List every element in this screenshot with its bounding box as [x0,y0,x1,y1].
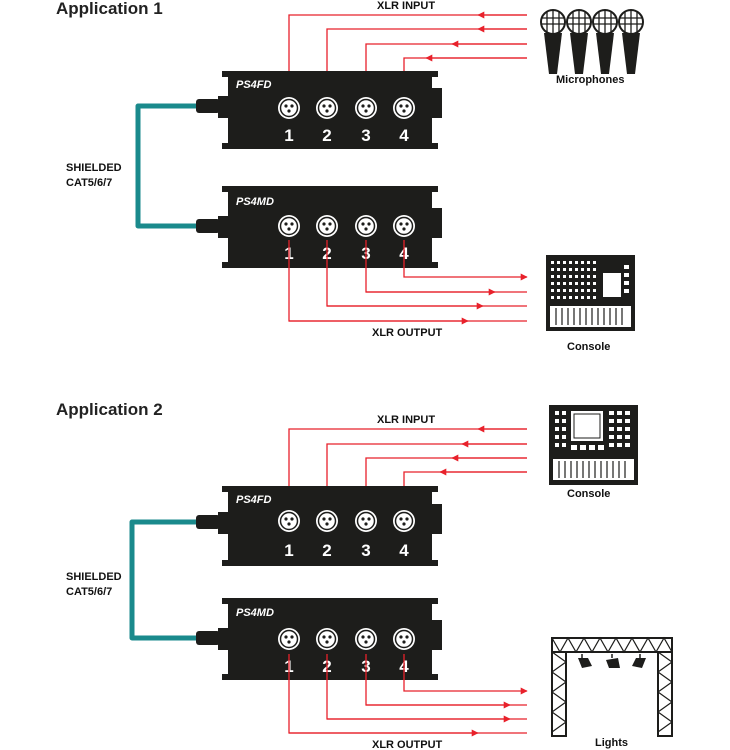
source-label: Microphones [556,74,624,86]
spotlight-icon [606,654,620,668]
box-model-label: PS4FD [236,494,272,506]
application-title: Application 1 [56,0,163,18]
destination-label: Console [567,341,610,353]
channel-number: 1 [284,126,293,145]
input-signal-lines [288,425,527,510]
box-model-label: PS4MD [236,196,274,208]
xlr-jack-icon [278,628,300,650]
xlr-jack-icon [393,215,415,237]
output-signal-lines [288,654,528,737]
xlr-jack-icon [355,628,377,650]
xlr-female-jacks [278,97,415,119]
xlr-jack-icon [393,97,415,119]
spotlight-icon [632,654,646,668]
application-2: Application 2 SHIELDED CAT5/6/7 XLR INPU… [56,400,674,750]
channel-number: 4 [399,126,409,145]
channel-number: 3 [361,541,370,560]
destination-label: Lights [595,737,628,749]
application-1: Application 1 SHIELDED CAT5/6/7 XLR INPU… [56,0,644,353]
shielded-cable [135,103,204,229]
xlr-jack-icon [393,628,415,650]
xlr-jack-icon [316,628,338,650]
xlr-jack-icon [278,97,300,119]
cable-label-line-2: CAT5/6/7 [66,586,112,598]
source-label: Console [567,488,610,500]
cable-label-line-1: SHIELDED [66,162,122,174]
xlr-jack-icon [316,215,338,237]
xlr-female-jacks [278,510,415,532]
channel-number: 1 [284,541,293,560]
xlr-male-jacks [278,215,415,237]
channel-numbers: 1 2 3 4 [284,126,409,145]
cable-label-line-1: SHIELDED [66,571,122,583]
xlr-male-jacks [278,628,415,650]
xlr-input-label: XLR INPUT [377,0,435,12]
xlr-jack-icon [316,97,338,119]
xlr-jack-icon [316,510,338,532]
shielded-cable [129,519,204,641]
xlr-jack-icon [355,215,377,237]
input-signal-lines [288,11,527,95]
xlr-output-label: XLR OUTPUT [372,327,443,339]
channel-number: 2 [322,541,331,560]
channel-number: 3 [361,126,370,145]
xlr-jack-icon [278,215,300,237]
output-signal-lines [288,240,528,325]
box-model-label: PS4MD [236,607,274,619]
xlr-input-label: XLR INPUT [377,414,435,426]
xlr-jack-icon [393,510,415,532]
xlr-output-label: XLR OUTPUT [372,739,443,750]
microphones-icon [540,9,644,74]
channel-numbers: 1 2 3 4 [284,541,409,560]
xlr-jack-icon [355,97,377,119]
lights-truss-icon [550,636,674,737]
application-title: Application 2 [56,400,163,419]
xlr-jack-icon [278,510,300,532]
box-model-label: PS4FD [236,79,272,91]
console-icon [546,255,635,331]
spotlight-icon [578,654,592,668]
channel-number: 2 [322,126,331,145]
console-icon [549,405,638,485]
xlr-jack-icon [355,510,377,532]
cable-label-line-2: CAT5/6/7 [66,177,112,189]
channel-number: 4 [399,541,409,560]
